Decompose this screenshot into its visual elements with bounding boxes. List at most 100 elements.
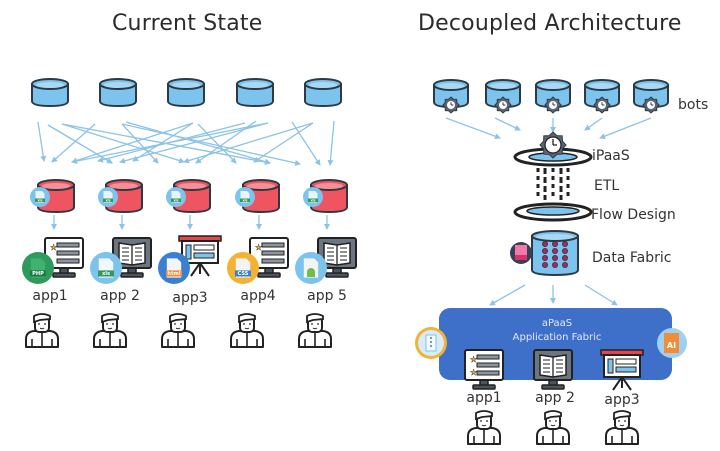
bot-database — [535, 79, 571, 114]
source-database-icon — [99, 78, 137, 108]
user-icon — [93, 313, 127, 348]
current-state-title: Current State — [112, 11, 263, 36]
svg-text:★: ★ — [50, 243, 57, 252]
app-2: xls — [90, 237, 152, 284]
php-file-icon: PHP — [22, 252, 54, 284]
data-fabric-icon — [510, 230, 579, 277]
connector-arrow — [71, 122, 194, 164]
user-icon — [536, 410, 570, 445]
file-badge-icon: xls — [303, 187, 323, 207]
svg-text:xls: xls — [102, 271, 110, 277]
app-database: xls — [235, 179, 280, 214]
app-label: app4 — [240, 288, 275, 304]
user-icon — [25, 313, 59, 348]
bot-database-icon — [485, 79, 521, 109]
user-icon — [298, 313, 332, 348]
monitor-list-icon: ★ — [44, 237, 84, 278]
html-file-icon: html — [158, 252, 190, 284]
bot-database — [485, 79, 521, 114]
app-1: ★ PHP — [22, 237, 84, 284]
app-database: xls — [303, 179, 348, 214]
ipaas-label: iPaaS — [592, 148, 630, 164]
source-database-icon — [236, 78, 274, 108]
source-database-icon — [304, 78, 342, 108]
connector-arrow — [37, 121, 47, 162]
decoupled-app-2 — [533, 349, 573, 390]
connector-arrow — [494, 117, 521, 131]
user-icon — [467, 410, 501, 445]
svg-text:xls: xls — [173, 199, 178, 203]
app-label: app1 — [466, 390, 501, 406]
decoupled-app-3 — [600, 349, 644, 391]
ai-file-icon: AI — [657, 328, 687, 358]
connector-arrow — [61, 123, 185, 164]
app-database: xls — [98, 179, 143, 214]
connector-arrow — [183, 122, 314, 164]
app-label: app 2 — [100, 288, 140, 304]
etl-label: ETL — [594, 178, 619, 194]
connector-arrow — [584, 284, 618, 306]
connector-arrow — [71, 122, 269, 164]
app-database: xls — [30, 179, 75, 214]
svg-text:★: ★ — [255, 243, 262, 252]
gear-icon — [593, 96, 611, 114]
connector-arrow — [51, 123, 96, 163]
gear-icon — [642, 96, 660, 114]
app-label: app 2 — [535, 390, 575, 406]
user-icon — [605, 410, 639, 445]
svg-text:PHP: PHP — [32, 271, 44, 277]
flow-design-icon — [513, 202, 593, 222]
svg-text:xls: xls — [310, 199, 315, 203]
apaas-title: aPaaS — [542, 318, 572, 329]
css-file-icon: CSS — [227, 252, 259, 284]
file-badge-icon: xls — [235, 187, 255, 207]
bot-database — [633, 79, 669, 114]
svg-text:★: ★ — [470, 368, 477, 377]
app-database: xls — [166, 179, 211, 214]
connector-arrow — [121, 123, 301, 166]
svg-text:CSS: CSS — [238, 271, 249, 277]
decoupled-app-1: ★★ — [464, 349, 504, 390]
pdf-file-icon — [510, 242, 532, 264]
presentation-board-icon — [600, 349, 644, 391]
monitor-list-icon: ★★ — [464, 349, 504, 390]
xls-file-icon: xls — [90, 252, 122, 284]
ipaas-icon — [513, 131, 593, 167]
bots-label: bots — [678, 97, 708, 113]
app-label: app1 — [32, 288, 67, 304]
svg-text:xls: xls — [242, 199, 247, 203]
app-label: app 5 — [307, 288, 347, 304]
app-label: app3 — [172, 290, 207, 306]
svg-text:html: html — [167, 271, 180, 277]
svg-text:xls: xls — [105, 199, 110, 203]
connector-arrow — [47, 124, 113, 164]
source-database-icon — [167, 78, 205, 108]
connector-arrow — [599, 117, 652, 139]
source-database-icon — [31, 78, 69, 108]
connector-arrow — [119, 122, 269, 164]
gear-icon — [544, 96, 562, 114]
connector-arrow — [121, 123, 159, 164]
connector-arrow — [197, 123, 237, 164]
bot-database-icon — [633, 79, 669, 109]
connector-arrow — [327, 120, 335, 166]
gear-icon — [442, 96, 460, 114]
data-fabric-label: Data Fabric — [592, 250, 671, 266]
flow-design-label: Flow Design — [591, 207, 676, 223]
svg-text:★: ★ — [470, 355, 477, 364]
file-badge-icon: xls — [30, 187, 50, 207]
apaas-subtitle: Application Fabric — [513, 332, 602, 343]
monitor-book-icon — [533, 349, 573, 390]
svg-text:AI: AI — [667, 341, 676, 350]
bot-database — [584, 79, 620, 114]
presentation-board-icon — [178, 235, 222, 277]
app-3: html — [158, 235, 222, 284]
connector-arrow — [291, 121, 321, 166]
app-label: app3 — [604, 392, 639, 408]
gear-icon — [494, 96, 512, 114]
app-5 — [295, 237, 357, 284]
etl-stream-icon — [536, 168, 570, 200]
monitor-list-icon: ★ — [249, 237, 289, 278]
user-icon — [161, 313, 195, 348]
